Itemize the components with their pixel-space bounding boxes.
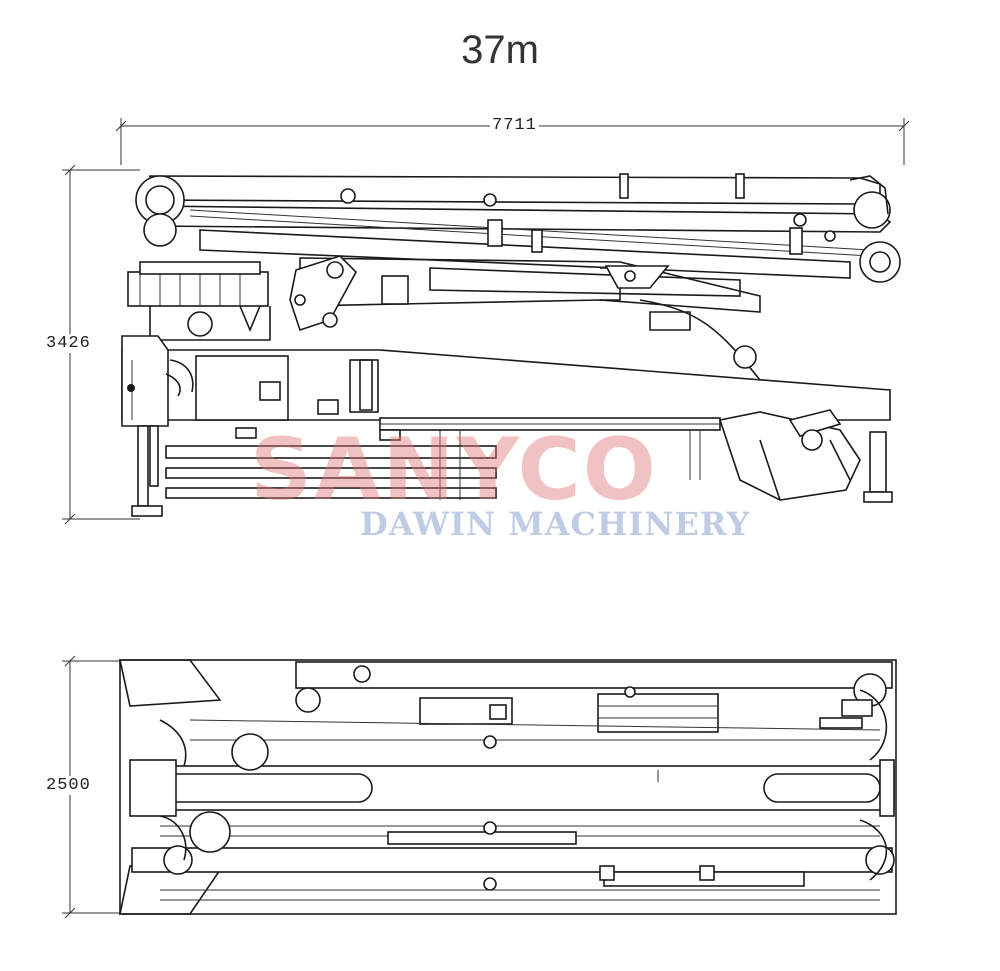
side-front-legs bbox=[131, 425, 163, 517]
side-view bbox=[121, 173, 901, 517]
watermark-brand: SANYCO bbox=[250, 420, 658, 520]
top-pipes-right bbox=[819, 689, 888, 881]
dimension-length-label: 7711 bbox=[490, 116, 539, 135]
top-boom-lower bbox=[131, 825, 895, 901]
dimension-height-label: 3426 bbox=[44, 334, 93, 353]
watermark-company: DAWIN MACHINERY bbox=[360, 505, 751, 543]
top-clamps bbox=[483, 686, 715, 891]
dimension-width-label: 2500 bbox=[44, 776, 93, 795]
top-view bbox=[119, 659, 897, 915]
side-outriggers bbox=[165, 430, 701, 500]
top-main-beam bbox=[129, 759, 895, 817]
side-turret bbox=[127, 261, 271, 341]
page-title: 37m bbox=[461, 28, 539, 72]
side-boom-upper bbox=[135, 173, 901, 283]
side-boom-lower bbox=[289, 255, 761, 381]
side-rear-assembly bbox=[718, 409, 893, 503]
top-boom-upper bbox=[189, 661, 893, 741]
side-chassis bbox=[121, 335, 891, 441]
top-turntable bbox=[159, 719, 269, 861]
